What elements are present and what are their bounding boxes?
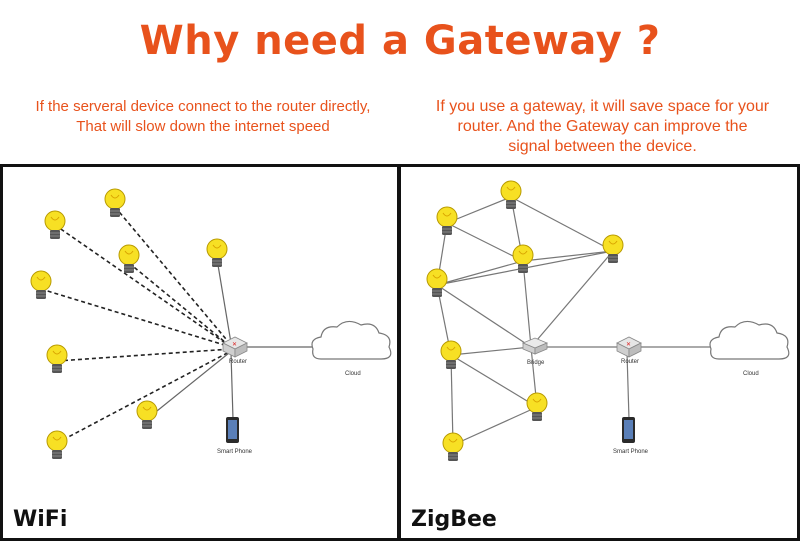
bulb-icon xyxy=(442,432,464,462)
left-caption: If the serveral device connect to the ro… xyxy=(8,97,398,137)
wifi-label: WiFi xyxy=(13,507,68,532)
bulb-icon xyxy=(46,430,68,460)
bulb-icon xyxy=(44,210,66,240)
right-caption-line-3: signal between the device. xyxy=(508,138,697,155)
bulb-icon xyxy=(206,238,228,268)
smartphone-icon xyxy=(226,417,239,443)
router-icon: ✕ xyxy=(222,336,248,358)
wifi-panel: ✕ Router Cloud Smart Phone WiFi xyxy=(0,164,400,541)
wifi-solid-links xyxy=(146,258,315,420)
right-caption: If you use a gateway, it will save space… xyxy=(405,97,800,157)
zigbee-panel: Bridge ✕ Router Cloud Smart Phone ZigBee xyxy=(398,164,800,541)
router-icon: ✕ xyxy=(616,336,642,358)
bulb-icon xyxy=(526,392,548,422)
zigbee-label: ZigBee xyxy=(411,507,497,532)
wifi-dashed-links xyxy=(40,206,232,444)
smartphone-label: Smart Phone xyxy=(613,449,649,455)
page-title: Why need a Gateway ? xyxy=(139,18,661,64)
zigbee-diagram: Bridge ✕ Router Cloud Smart Phone xyxy=(426,180,790,462)
svg-text:✕: ✕ xyxy=(232,341,237,348)
bulb-icon xyxy=(436,206,458,236)
right-caption-line-2: router. And the Gateway can improve the xyxy=(457,118,748,135)
router-label: Router xyxy=(621,359,639,365)
bulb-icon xyxy=(440,340,462,370)
bulb-icon xyxy=(30,270,52,300)
router-label: Router xyxy=(229,359,247,365)
bulb-icon xyxy=(46,344,68,374)
smartphone-label: Smart Phone xyxy=(217,449,253,455)
bridge-label: Bridge xyxy=(527,360,545,366)
cloud-icon xyxy=(709,320,790,360)
bulb-icon xyxy=(500,180,522,210)
bridge-icon xyxy=(521,337,549,355)
bulb-icon xyxy=(512,244,534,274)
bulb-icon xyxy=(426,268,448,298)
smartphone-icon xyxy=(622,417,635,443)
bulb-icon xyxy=(104,188,126,218)
bulb-icon xyxy=(136,400,158,430)
cloud-label: Cloud xyxy=(743,371,759,377)
cloud-label: Cloud xyxy=(345,371,361,377)
wifi-diagram: ✕ Router Cloud Smart Phone xyxy=(30,188,392,460)
cloud-icon xyxy=(311,320,392,360)
left-caption-line-1: If the serveral device connect to the ro… xyxy=(35,98,371,115)
zigbee-mesh-links xyxy=(436,196,713,446)
svg-text:✕: ✕ xyxy=(626,341,631,348)
right-caption-line-1: If you use a gateway, it will save space… xyxy=(435,98,770,115)
left-caption-line-2: That will slow down the internet speed xyxy=(76,118,330,135)
